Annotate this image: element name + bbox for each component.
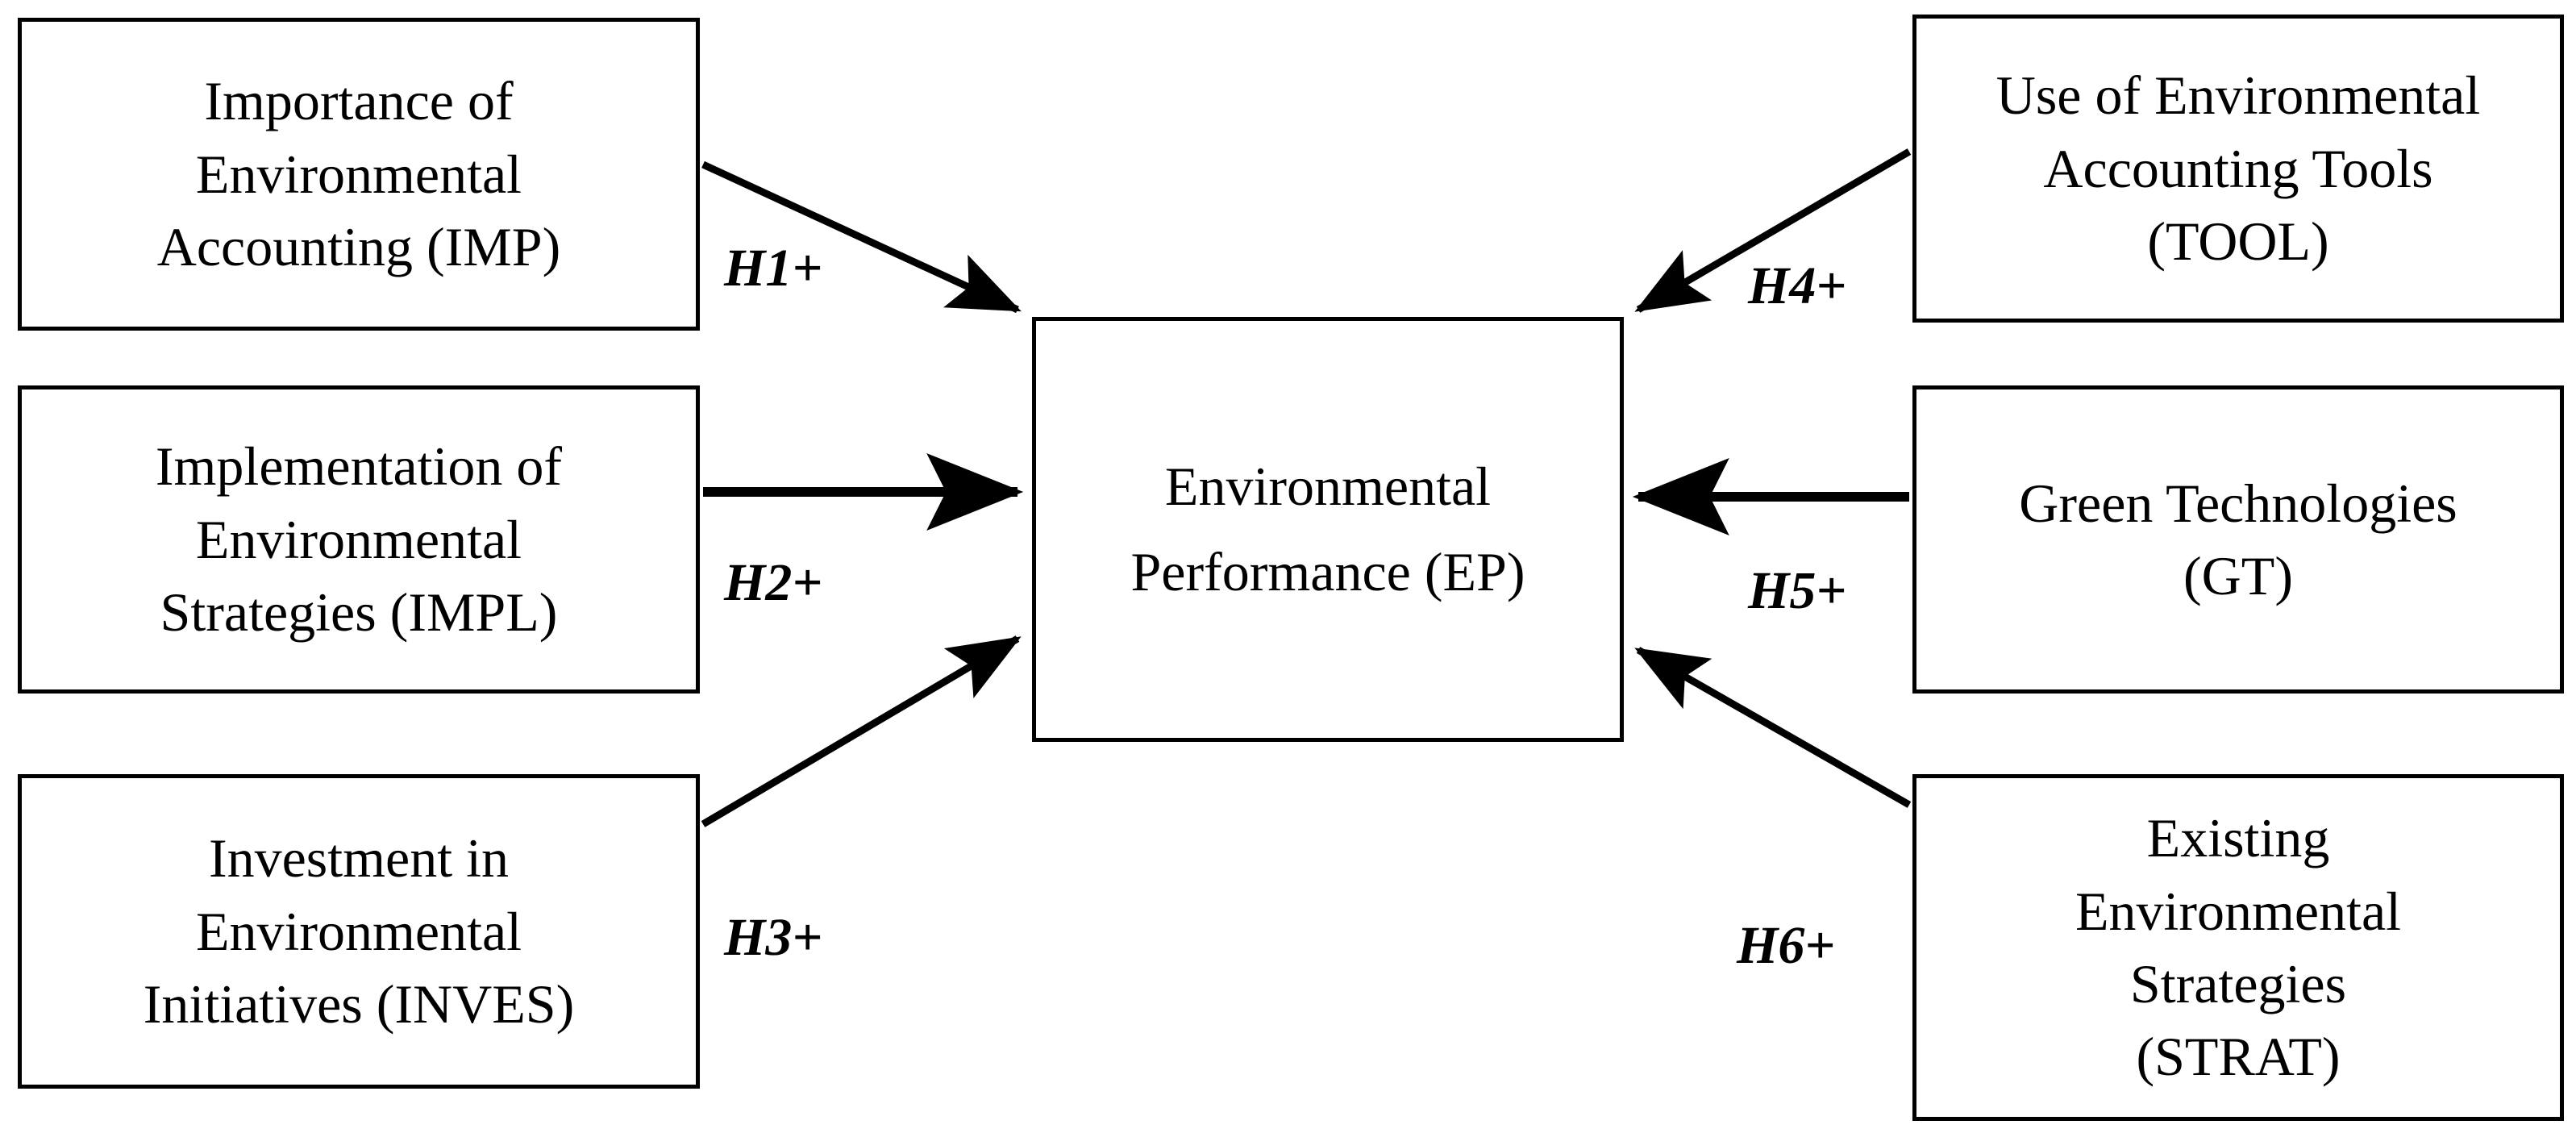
- node-box-tool[interactable]: Use of Environmental Accounting Tools (T…: [1912, 15, 2564, 323]
- node-label-inves: Investment in Environmental Initiatives …: [143, 827, 575, 1035]
- node-label-ep: Environmental Performance (EP): [1130, 456, 1525, 602]
- hypothesis-label-h1: H1+: [724, 239, 822, 298]
- node-label-tool: Use of Environmental Accounting Tools (T…: [1995, 65, 2481, 273]
- node-label-impl: Implementation of Environmental Strategi…: [155, 435, 563, 644]
- node-box-ep[interactable]: Environmental Performance (EP): [1032, 317, 1624, 742]
- hypothesis-label-h3: H3+: [724, 908, 822, 967]
- node-label-imp: Importance of Environmental Accounting (…: [156, 70, 561, 278]
- node-box-strat[interactable]: Existing Environmental Strategies (STRAT…: [1912, 774, 2564, 1121]
- node-box-inves[interactable]: Investment in Environmental Initiatives …: [18, 774, 700, 1089]
- hypothesis-label-h2: H2+: [724, 553, 822, 612]
- arrow-h3: [701, 635, 1022, 827]
- node-box-impl[interactable]: Implementation of Environmental Strategi…: [18, 385, 700, 694]
- hypothesis-label-h4: H4+: [1748, 256, 1846, 315]
- node-box-imp[interactable]: Importance of Environmental Accounting (…: [18, 18, 700, 331]
- hypothesis-label-h6: H6+: [1737, 916, 1835, 975]
- arrow-h6: [1634, 647, 1912, 808]
- hypothesis-label-h5: H5+: [1748, 561, 1846, 620]
- node-label-strat: Existing Environmental Strategies (STRAT…: [2075, 807, 2402, 1088]
- node-box-gt[interactable]: Green Technologies (GT): [1912, 385, 2564, 694]
- node-label-gt: Green Technologies (GT): [2019, 472, 2457, 606]
